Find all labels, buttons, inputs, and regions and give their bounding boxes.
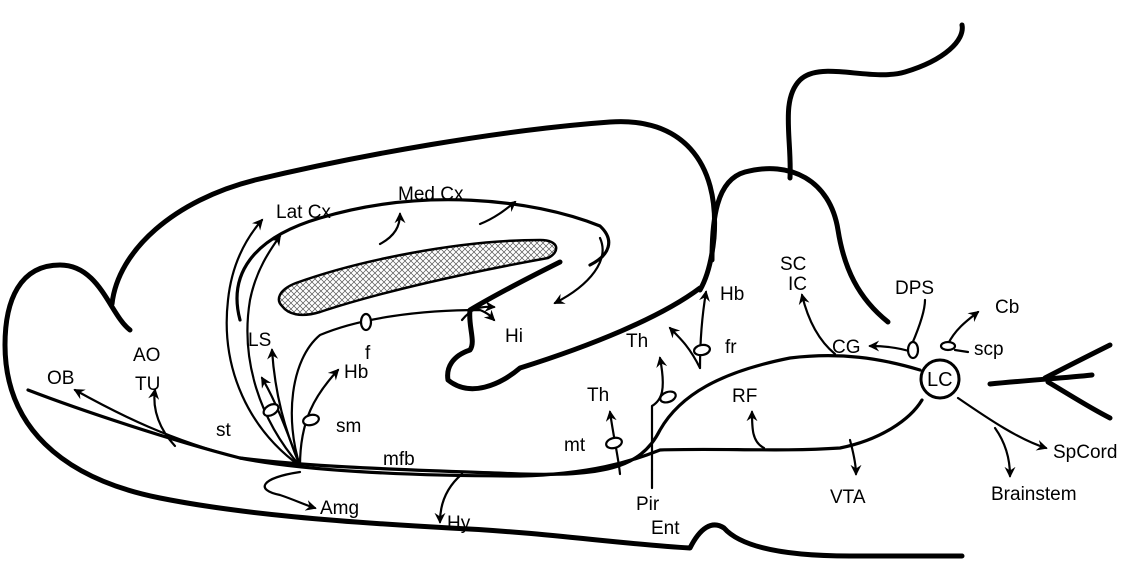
label-pir: Pir <box>636 494 660 515</box>
label-rf: RF <box>732 386 757 407</box>
label-f: f <box>365 343 371 364</box>
label-med-cx: Med Cx <box>398 184 464 205</box>
hippocampus-outline <box>445 259 703 392</box>
label-ic: IC <box>788 274 807 295</box>
label-sc: SC <box>780 254 806 275</box>
label-fr: fr <box>725 337 737 358</box>
arrow-to-tu <box>148 388 177 448</box>
st-marker <box>262 403 280 417</box>
label-scp: scp <box>974 339 1004 360</box>
label-th-mt: Th <box>587 385 609 406</box>
label-spcord: SpCord <box>1053 442 1117 463</box>
arrow-to-hb-sm <box>298 368 340 468</box>
fr-marker <box>692 343 712 357</box>
scp-marker <box>939 340 957 352</box>
label-th-upper: Th <box>626 331 648 352</box>
labels: Lat Cx Med Cx AO TU OB LS f Hi Hb st sm … <box>47 184 1117 539</box>
label-hb-fr: Hb <box>720 284 744 305</box>
arrow-lat-cx-2 <box>246 234 302 468</box>
bundle-markers <box>262 312 961 450</box>
hippocampal-formation <box>235 198 703 392</box>
mt-marker <box>605 436 623 450</box>
arrow-to-sc-ic <box>798 293 837 356</box>
hatched-region <box>277 238 558 317</box>
arrow-cx-tail <box>553 236 604 305</box>
arrow-to-rf <box>746 410 766 450</box>
label-cb: Cb <box>995 297 1019 318</box>
lc-circle <box>919 358 961 400</box>
lc-fiber-a <box>987 372 1095 387</box>
lc-fiber-b <box>1042 342 1113 381</box>
label-hy: Hy <box>447 513 471 534</box>
arrow-fr-th <box>668 326 702 370</box>
sm-marker <box>302 413 320 427</box>
arrow-to-vta <box>848 438 862 476</box>
label-lc: LC <box>927 369 953 391</box>
arrow-to-ob <box>73 388 242 460</box>
label-hb-sm: Hb <box>344 362 368 383</box>
label-cg: CG <box>832 337 861 358</box>
cg-marker <box>906 340 920 360</box>
fornix-marker <box>359 312 373 332</box>
label-ent: Ent <box>651 518 680 539</box>
arrow-fr-hb <box>698 290 710 370</box>
label-lat-cx: Lat Cx <box>276 202 331 223</box>
label-mfb: mfb <box>383 449 415 470</box>
mfb-upper <box>26 354 922 476</box>
arrow-to-cb <box>946 310 980 346</box>
label-mt: mt <box>564 435 586 456</box>
label-sm: sm <box>336 416 361 437</box>
brain-outline <box>2 22 965 559</box>
olfactory-bulb-outline <box>2 262 965 559</box>
arrow-to-th-upper <box>650 356 668 472</box>
arrow-to-cg <box>868 340 914 354</box>
arrow-scp <box>953 348 970 354</box>
tectum-outline <box>785 22 965 181</box>
label-ob: OB <box>47 368 74 389</box>
lc-fiber-c <box>1045 379 1113 421</box>
arrow-lat-cx-1 <box>225 218 302 468</box>
label-tu: TU <box>135 374 160 395</box>
arrow-to-dps <box>910 298 927 346</box>
arrow-hi-hook <box>460 300 496 322</box>
label-ls: LS <box>248 330 271 351</box>
label-dps: DPS <box>895 278 934 299</box>
cerebellum-outline <box>709 166 891 325</box>
arrow-med-cx <box>378 212 406 246</box>
label-hi: Hi <box>505 326 523 347</box>
label-brainstem: Brainstem <box>991 484 1077 505</box>
label-st: st <box>216 420 232 441</box>
pir-marker <box>659 390 677 404</box>
arrow-to-spcord <box>956 396 1048 451</box>
arrow-to-brainstem <box>993 426 1016 478</box>
arrow-to-amg <box>263 470 317 511</box>
mfb-lower <box>238 398 924 478</box>
corpus-callosum-outline <box>235 198 611 322</box>
arrow-to-hy <box>434 472 464 524</box>
arrow-med-cx-2 <box>478 200 517 226</box>
label-amg: Amg <box>320 498 359 519</box>
label-ao: AO <box>133 345 160 366</box>
label-vta: VTA <box>830 487 866 508</box>
